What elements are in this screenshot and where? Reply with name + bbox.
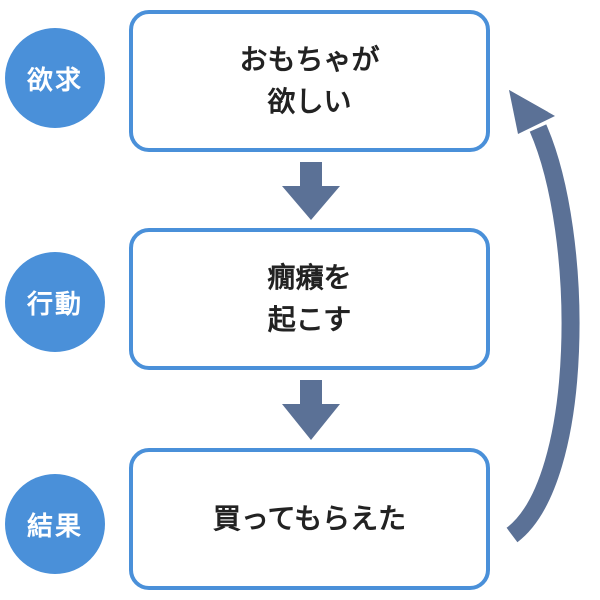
- stage-box-desire: おもちゃが 欲しい: [129, 10, 490, 152]
- stage-text-line: 欲しい: [267, 85, 352, 118]
- stage-label-desire: 欲求: [5, 28, 105, 128]
- stage-box-result: 買ってもらえた: [129, 448, 490, 590]
- loop-back-arrow-icon: [506, 90, 580, 543]
- stage-text-line: おもちゃが: [239, 43, 380, 76]
- stage-label-text: 行動: [26, 289, 83, 320]
- stage-label-text: 欲求: [26, 65, 83, 96]
- stage-label-action: 行動: [5, 252, 105, 352]
- down-arrow-icon: [282, 380, 340, 440]
- stage-text-line: 起こす: [267, 303, 352, 336]
- down-arrow-icon: [282, 162, 340, 220]
- stage-text-line: 癇癪を: [267, 261, 352, 294]
- stage-text-line: 買ってもらえた: [212, 502, 407, 535]
- stage-label-result: 結果: [5, 474, 105, 574]
- stage-box-action: 癇癪を 起こす: [129, 228, 490, 370]
- stage-label-text: 結果: [26, 511, 83, 542]
